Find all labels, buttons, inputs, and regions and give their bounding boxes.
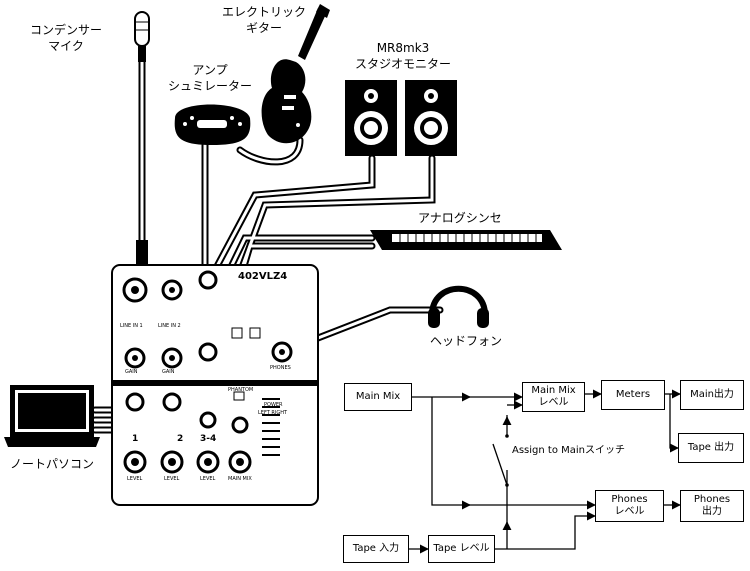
main-mix-level-line2: レベル: [538, 397, 569, 408]
phones-out-box: Phones 出力: [680, 490, 744, 522]
main-mix-text: Main Mix: [355, 391, 401, 402]
main-out-text: Main出力: [690, 389, 734, 400]
assign-switch-contacts: [505, 434, 509, 487]
assign-switch-label: Assign to Mainスイッチ: [512, 445, 625, 456]
phones-level-line1: Phones: [611, 494, 648, 505]
phones-level-line2: レベル: [614, 506, 645, 517]
analog-synth-icon: [370, 230, 562, 250]
tape-in-text: Tape 入力: [352, 543, 400, 554]
phantom-label: PHANTOM: [228, 387, 254, 393]
mixer-model-label: 402VLZ4: [238, 271, 288, 282]
main-mix-box: Main Mix: [344, 383, 412, 411]
amp-sim-label: アンプ シュミレーター: [168, 62, 252, 94]
headphones-icon: [428, 285, 489, 328]
level-1-label: LEVEL: [127, 476, 143, 482]
laptop-icon: [4, 385, 100, 447]
monitors-label: MR8mk3 スタジオモニター: [355, 40, 451, 72]
power-label: POWER: [264, 402, 283, 408]
laptop-label: ノートパソコン: [10, 457, 95, 471]
amp-sim-label-line2: シュミレーター: [168, 79, 253, 93]
gain-2-label: GAIN: [162, 369, 175, 375]
channel-34-label: 3-4: [200, 434, 217, 444]
phones-panel-label: PHONES: [270, 365, 291, 371]
monitors-label-line2: スタジオモニター: [355, 57, 452, 71]
tape-level-text: Tape レベル: [433, 543, 490, 554]
amp-sim-label-line1: アンプ: [192, 63, 228, 77]
mic-label: コンデンサー マイク: [30, 22, 102, 54]
amp-simulator-icon: [174, 104, 251, 145]
electric-guitar-icon: [261, 4, 330, 144]
level-2-label: LEVEL: [164, 476, 180, 482]
main-mix-level-box: Main Mix レベル: [522, 382, 585, 412]
signal-flow-lines: [409, 389, 681, 554]
mixer-icon: [111, 264, 319, 506]
assign-switch-lever: [492, 443, 508, 486]
channel-2-label: 2: [177, 434, 184, 444]
mic-label-line2: マイク: [48, 39, 84, 53]
gain-1-label: GAIN: [125, 369, 138, 375]
studio-monitor-right-icon: [405, 80, 457, 156]
main-out-box: Main出力: [680, 380, 744, 410]
channel-1-label: 1: [132, 434, 139, 444]
headphones-label: ヘッドフォン: [430, 334, 503, 348]
level-34-label: LEVEL: [200, 476, 216, 482]
monitors-label-line1: MR8mk3: [376, 41, 430, 55]
condenser-mic-icon: [134, 11, 150, 268]
main-mix-level-line1: Main Mix: [531, 385, 576, 396]
phones-level-box: Phones レベル: [595, 490, 664, 522]
studio-monitor-left-icon: [345, 80, 397, 156]
mic-label-line1: コンデンサー: [30, 23, 103, 37]
phones-out-line2: 出力: [702, 506, 722, 517]
tape-out-box: Tape 出力: [678, 433, 744, 463]
tape-out-text: Tape 出力: [687, 442, 735, 453]
guitar-label-line1: エレクトリック: [222, 5, 307, 19]
phones-out-line1: Phones: [693, 494, 731, 505]
synth-label: アナログシンセ: [418, 211, 502, 225]
tape-in-box: Tape 入力: [343, 535, 409, 563]
guitar-label: エレクトリック ギター: [222, 4, 306, 36]
tape-level-box: Tape レベル: [428, 535, 495, 563]
line-in-1-label: LINE IN 1: [120, 323, 143, 329]
guitar-label-line2: ギター: [246, 21, 283, 35]
meters-box: Meters: [601, 380, 665, 410]
meters-text: Meters: [615, 389, 651, 400]
line-in-2-label: LINE IN 2: [158, 323, 181, 329]
main-mix-panel-label: MAIN MIX: [228, 476, 252, 482]
left-right-label: LEFT RIGHT: [258, 410, 288, 416]
